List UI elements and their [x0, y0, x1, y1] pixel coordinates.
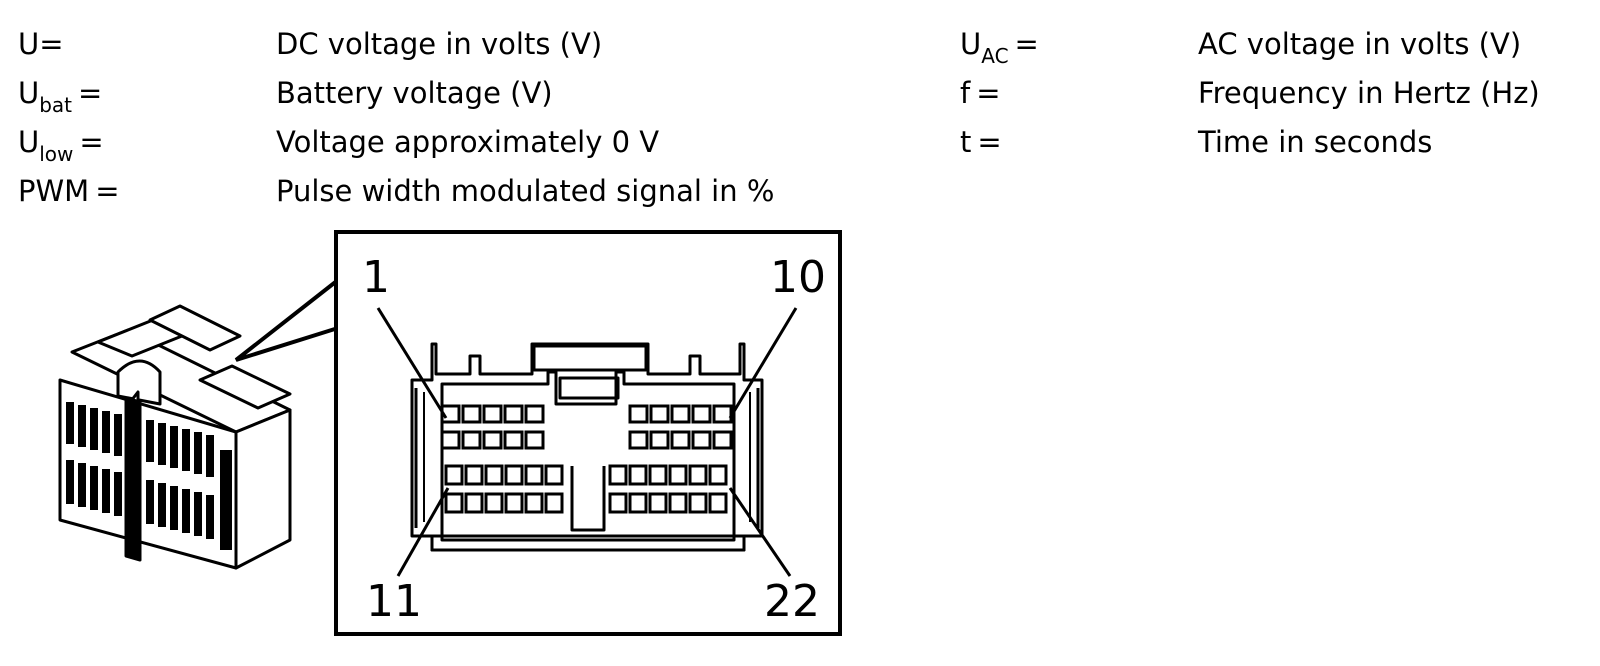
pin-cavity: [503, 430, 524, 450]
legend-definition: Time in seconds: [1198, 125, 1433, 159]
pin-cavity: [649, 404, 670, 424]
pin-cavity: [464, 464, 484, 486]
legend-symbol: f=: [960, 76, 1001, 110]
pin-cavity: [461, 404, 482, 424]
pin-cavity: [670, 430, 691, 450]
pin-cavity: [464, 492, 484, 514]
pin-cavity: [461, 430, 482, 450]
pin-cavity: [504, 492, 524, 514]
pin-cavity: [628, 492, 648, 514]
pin-cavity: [484, 492, 504, 514]
pin-cavity: [628, 430, 649, 450]
pin-label-1: 1: [362, 252, 390, 303]
pin-cavity: [708, 464, 728, 486]
pin-cavity: [688, 492, 708, 514]
pin-cavity: [708, 492, 728, 514]
callout-pointer: [234, 278, 340, 362]
legend-definition: Voltage approximately 0 V: [276, 125, 660, 159]
pin-cavity: [691, 404, 712, 424]
leader-line-pin-10: [728, 307, 798, 419]
pin-cavity: [691, 430, 712, 450]
pin-label-10: 10: [770, 252, 826, 303]
leader-line-pin-1: [376, 307, 448, 419]
pin-cavity: [688, 464, 708, 486]
pin-cavity: [628, 404, 649, 424]
pin-cavity: [712, 404, 733, 424]
pin-cavity: [444, 492, 464, 514]
zoom-box-frame: [334, 230, 842, 636]
legend-definition: Battery voltage (V): [276, 76, 553, 110]
pin-cavity: [668, 464, 688, 486]
legend-symbol: Ulow=: [18, 125, 104, 166]
legend-symbol: UAC=: [960, 27, 1039, 68]
legend-symbol: U=: [18, 27, 64, 61]
connector-3d-cavities: [66, 402, 232, 550]
pin-cavity: [440, 430, 461, 450]
pin-cavity: [544, 464, 564, 486]
pin-cavity: [668, 492, 688, 514]
pin-cavity: [608, 492, 628, 514]
pin-cavity: [444, 464, 464, 486]
legend-definition: AC voltage in volts (V): [1198, 27, 1522, 61]
pin-cavity: [504, 464, 524, 486]
pin-cavity: [524, 492, 544, 514]
pin-cavity: [524, 404, 545, 424]
legend-definition: Pulse width modulated signal in %: [276, 174, 775, 208]
pin-cavity: [524, 430, 545, 450]
pin-cavity: [524, 464, 544, 486]
pin-cavity: [670, 404, 691, 424]
leader-line-pin-22: [728, 487, 792, 577]
connector-face-outline: [410, 342, 764, 552]
pin-cavity: [482, 430, 503, 450]
pin-cavity: [649, 430, 670, 450]
legend-symbol: Ubat=: [18, 76, 103, 117]
pin-cavity: [544, 492, 564, 514]
pin-label-22: 22: [764, 576, 820, 627]
pin-label-11: 11: [366, 576, 422, 627]
pin-cavity: [628, 464, 648, 486]
legend-definition: DC voltage in volts (V): [276, 27, 603, 61]
legend-symbol: PWM=: [18, 174, 120, 208]
legend-symbol: t=: [960, 125, 1002, 159]
pin-cavity: [608, 464, 628, 486]
legend-definition: Frequency in Hertz (Hz): [1198, 76, 1540, 110]
pin-cavity: [648, 464, 668, 486]
pin-grid: [440, 404, 733, 514]
leader-lines: [376, 307, 798, 577]
pin-cavity: [484, 464, 504, 486]
pin-cavity: [503, 404, 524, 424]
leader-line-pin-11: [396, 487, 450, 577]
pin-cavity: [482, 404, 503, 424]
pin-cavity: [648, 492, 668, 514]
pin-cavity: [712, 430, 733, 450]
